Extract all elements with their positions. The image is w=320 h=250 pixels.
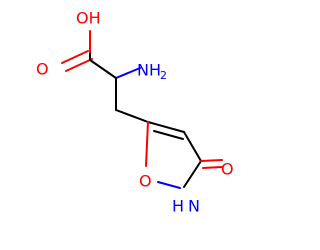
- bond-ring-n-o: [157, 181, 181, 189]
- bond-acid-double-o-2: [65, 58, 93, 72]
- bond-ring-c5-c4: [147, 121, 185, 133]
- atom-amino-nitrogen: NH: [137, 61, 161, 80]
- bond-ring-c4-c3: [183, 131, 202, 162]
- bond-ring-carbonyl-1: [200, 159, 223, 162]
- bond-alpha-to-amino: [115, 67, 141, 79]
- bond-ch2-to-ring: [115, 109, 149, 123]
- bond-ring-c3-n: [183, 160, 202, 188]
- molecule-structure: OH O NH 2 O H N O: [36, 9, 234, 216]
- atom-ring-oxygen: O: [139, 172, 152, 191]
- atom-acid-carbonyl-oxygen: O: [36, 60, 49, 79]
- atom-amino-subscript: 2: [160, 69, 167, 82]
- atom-ring-nitrogen: N: [188, 197, 200, 216]
- atom-ring-carbonyl-oxygen: O: [221, 160, 234, 179]
- atom-hydroxyl: OH: [76, 9, 101, 28]
- atom-ring-nitrogen-h: H: [172, 197, 184, 216]
- bond-acid-double-o-1: [61, 50, 89, 64]
- bond-ring-c5-c4-double: [153, 130, 184, 140]
- bond-ring-carbonyl-2: [202, 166, 223, 169]
- bond-ring-o-c5: [145, 121, 149, 167]
- bond-acid-to-alpha: [89, 59, 117, 79]
